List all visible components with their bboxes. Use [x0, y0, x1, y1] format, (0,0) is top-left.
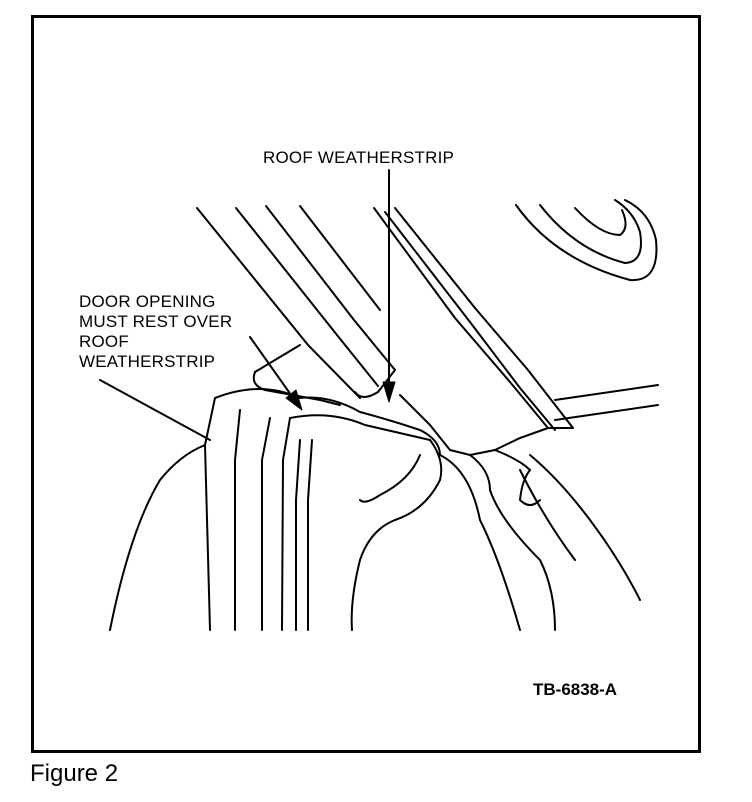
roof-weatherstrip-shape — [373, 207, 659, 456]
figure-code: TB-6838-A — [533, 680, 618, 699]
figure-frame — [31, 15, 701, 753]
roof-weatherstrip-label: ROOF WEATHERSTRIP — [263, 148, 455, 167]
door-frame — [204, 344, 441, 631]
body-panel — [99, 379, 211, 631]
door-opening-arrow — [249, 336, 303, 411]
door-opening-label: DOOR OPENING MUST REST OVER ROOF WEATHER… — [79, 292, 233, 371]
roof-rail-lines — [196, 205, 396, 399]
window-corner-curves — [515, 199, 658, 282]
figure-caption: Figure 2 — [30, 760, 119, 787]
roof-weatherstrip-arrow — [382, 169, 396, 403]
door-weatherstrip-shape — [350, 439, 641, 631]
